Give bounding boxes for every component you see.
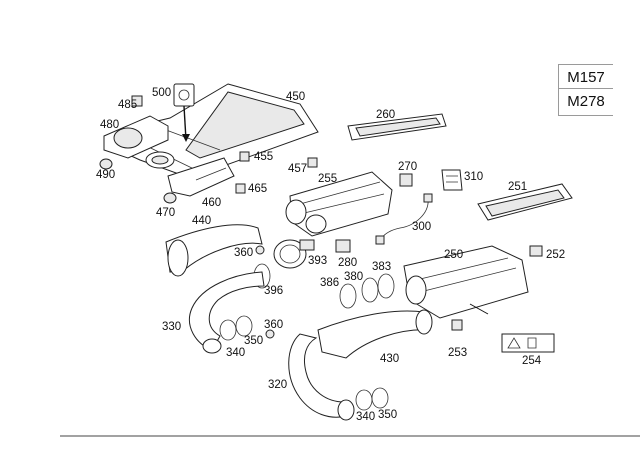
clip-485[interactable]: [131, 95, 143, 107]
bolt-360-upper[interactable]: [255, 245, 265, 255]
callout-455: 455: [254, 151, 273, 163]
callout-350-left: 350: [244, 335, 263, 347]
callout-383: 383: [372, 261, 391, 273]
callout-465: 465: [248, 183, 267, 195]
bolt-360-lower[interactable]: [265, 329, 275, 339]
grommet-490[interactable]: [99, 158, 113, 170]
callout-310: 310: [464, 171, 483, 183]
callout-386: 386: [320, 277, 339, 289]
callout-396: 396: [264, 285, 283, 297]
clamp-340-right[interactable]: [355, 389, 373, 411]
callout-440: 440: [192, 215, 211, 227]
intake-hose-330[interactable]: [189, 271, 265, 354]
intake-duct-430[interactable]: [317, 309, 433, 359]
callout-280: 280: [338, 257, 357, 269]
callout-450: 450: [286, 91, 305, 103]
callout-490: 490: [96, 169, 115, 181]
callout-480: 480: [100, 119, 119, 131]
clamp-350-right[interactable]: [371, 387, 389, 409]
callout-250: 250: [444, 249, 463, 261]
clip-455[interactable]: [239, 151, 250, 162]
clip-457[interactable]: [307, 157, 318, 168]
callout-252: 252: [546, 249, 565, 261]
callout-255: 255: [318, 173, 337, 185]
engine-code-m278: M278: [558, 88, 613, 116]
clamp-383[interactable]: [377, 273, 395, 299]
callout-270: 270: [398, 161, 417, 173]
connector-280[interactable]: [335, 239, 351, 253]
callout-393: 393: [308, 255, 327, 267]
bracket-270[interactable]: [399, 173, 413, 187]
clamp-340-left[interactable]: [219, 319, 237, 341]
callout-470: 470: [156, 207, 175, 219]
sensor-253[interactable]: [451, 303, 489, 331]
engine-code-m157: M157: [558, 64, 613, 92]
callout-485: 485: [118, 99, 137, 111]
callout-457: 457: [288, 163, 307, 175]
callout-300: 300: [412, 221, 431, 233]
clamp-380[interactable]: [361, 277, 379, 303]
callout-500: 500: [152, 87, 171, 99]
clamp-350-left[interactable]: [235, 315, 253, 337]
callout-251: 251: [508, 181, 527, 193]
callout-360-lower: 360: [264, 319, 283, 331]
callout-320: 320: [268, 379, 287, 391]
callout-430: 430: [380, 353, 399, 365]
callout-360-upper: 360: [234, 247, 253, 259]
mass-air-flow-393[interactable]: [273, 239, 315, 269]
clamp-386[interactable]: [339, 283, 357, 309]
sensor-harness-300[interactable]: [375, 193, 433, 245]
callout-254: 254: [522, 355, 542, 367]
air-filter-251[interactable]: [477, 183, 573, 221]
air-filter-260[interactable]: [347, 113, 447, 141]
callout-260: 260: [376, 109, 395, 121]
intake-duct-440[interactable]: [165, 224, 263, 277]
intake-hose-320[interactable]: [288, 333, 355, 421]
callout-460: 460: [202, 197, 221, 209]
filter-housing-255[interactable]: [285, 171, 393, 237]
clip-252[interactable]: [529, 245, 543, 257]
clip-465[interactable]: [235, 183, 246, 194]
grommet-470[interactable]: [163, 192, 177, 204]
callout-380: 380: [344, 271, 363, 283]
intake-cover-450[interactable]: [117, 83, 319, 179]
callout-340-right: 340: [356, 411, 375, 423]
callout-253: 253: [448, 347, 467, 359]
warning-label-500[interactable]: [173, 83, 195, 142]
air-guide-460[interactable]: [167, 157, 235, 197]
cover-piece-480[interactable]: [103, 115, 169, 159]
callout-330: 330: [162, 321, 181, 333]
label-254[interactable]: [501, 333, 555, 353]
callout-340-left: 340: [226, 347, 245, 359]
callout-350-right: 350: [378, 409, 397, 421]
filter-housing-250[interactable]: [403, 245, 529, 319]
plate-310[interactable]: [441, 169, 463, 191]
